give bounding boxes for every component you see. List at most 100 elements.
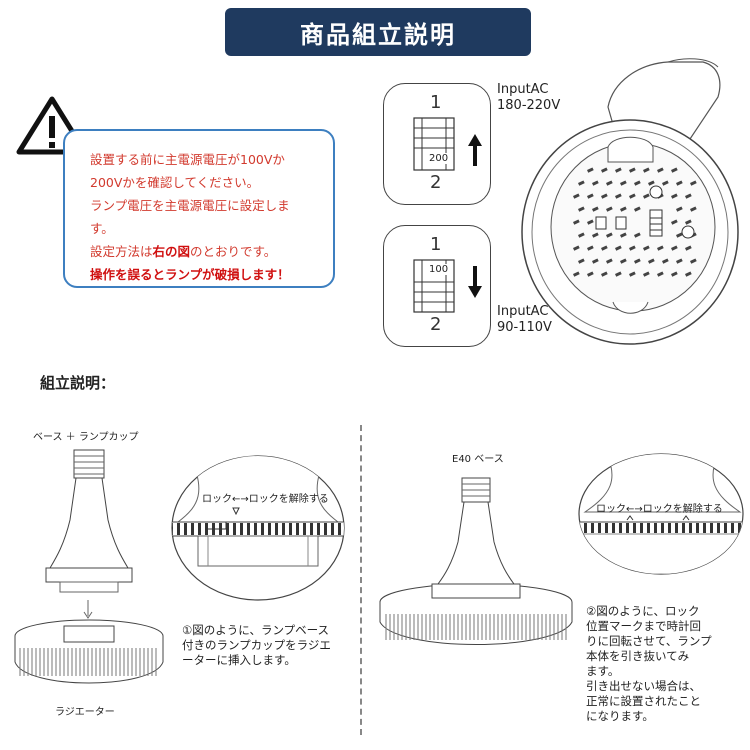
rim-ridge: [689, 523, 692, 533]
method-suffix: のとおりです。: [190, 244, 277, 259]
led-chip: [662, 258, 669, 264]
method-prefix: 設定方法は: [90, 244, 153, 259]
lock-detail-zoom-right: [578, 453, 744, 575]
led-chip: [620, 180, 627, 186]
step-2-line: ます。: [586, 664, 620, 678]
led-chip: [592, 258, 599, 264]
warning-line: 200Vかを確認してください。: [90, 175, 260, 190]
switch-position-2: 2: [430, 172, 442, 193]
rim-ridge: [275, 523, 278, 535]
rim-ridge: [205, 523, 208, 535]
switch-position-2: 2: [430, 314, 442, 335]
step-1-line: ーターに挿入します。: [182, 653, 296, 667]
led-chip: [615, 271, 622, 277]
led-chip: [690, 258, 697, 264]
input-ac-label-100: InputAC: [497, 304, 549, 319]
led-chip: [573, 245, 580, 251]
lock-detail-zoom-left: [171, 455, 348, 601]
switch-value: 200: [428, 153, 450, 164]
led-chip: [615, 245, 622, 251]
step-1-line: ①図のように、ランプベース: [182, 623, 330, 637]
input-ac-label-200: InputAC: [497, 82, 549, 97]
rim-ridge: [324, 523, 327, 535]
rim-ridge: [612, 523, 615, 533]
led-chip: [634, 206, 641, 212]
warning-line: ランプ電圧を主電源電圧に設定しま: [90, 198, 290, 213]
step-2-line: ②図のように、ロック: [586, 604, 700, 618]
led-chip: [676, 232, 683, 238]
step-2-line: りに回転させて、ランプ: [586, 634, 712, 648]
rim-ridge: [703, 523, 706, 533]
rim-ridge: [675, 523, 678, 533]
led-chip: [634, 180, 641, 186]
warning-line: す。: [90, 221, 114, 236]
switch-position-1: 1: [430, 92, 442, 113]
rim-ridge: [591, 523, 594, 533]
rim-ridge: [268, 523, 271, 535]
rim-ridge: [338, 523, 341, 535]
lamp-top-view-illustration: [521, 58, 739, 345]
rim-ridge: [177, 523, 180, 535]
rim-ridge: [191, 523, 194, 535]
rim-ridge: [605, 523, 608, 533]
switch-panel-200: 1 2 200: [383, 83, 491, 205]
step-2-line: 位置マークまで時計回: [586, 619, 701, 633]
led-chip: [671, 167, 678, 173]
led-chip: [592, 232, 599, 238]
rim-ridge: [619, 523, 622, 533]
led-chip: [587, 271, 594, 277]
rim-ridge: [668, 523, 671, 533]
led-chip: [601, 271, 608, 277]
warning-box: 設置する前に主電源電圧が100Vか 200Vかを確認してください。 ランプ電圧を…: [63, 129, 335, 288]
led-chip: [685, 271, 692, 277]
led-chip: [620, 206, 627, 212]
e40-base-label: E40 ベース: [452, 454, 504, 465]
led-chip: [690, 206, 697, 212]
led-chip: [657, 271, 664, 277]
arrow-up-icon: [468, 134, 482, 166]
rim-ridge: [724, 523, 727, 533]
input-ac-range-200: 180-220V: [497, 98, 561, 113]
led-chip: [671, 245, 678, 251]
rim-ridge: [282, 523, 285, 535]
led-chip: [657, 167, 664, 173]
led-chip: [634, 232, 641, 238]
rim-ridge: [717, 523, 720, 533]
led-chip: [643, 167, 650, 173]
led-chip: [592, 206, 599, 212]
rim-ridge: [198, 523, 201, 535]
led-chip: [578, 180, 585, 186]
led-chip: [606, 206, 613, 212]
rim-ridge: [247, 523, 250, 535]
rim-ridge: [710, 523, 713, 533]
led-chip: [643, 271, 650, 277]
step-2-line: 本体を引き抜いてみ: [586, 649, 690, 663]
led-chip: [587, 167, 594, 173]
step-2-line: 引き出せない場合は、: [586, 679, 701, 693]
warning-method-line: 設定方法は右の図のとおりです。: [90, 241, 276, 260]
led-chip: [587, 245, 594, 251]
led-chip: [601, 193, 608, 199]
rim-ridge: [226, 523, 229, 535]
base-cup-label: ベース ＋ ランプカップ: [33, 432, 139, 443]
method-bold: 右の図: [152, 244, 191, 259]
step-1-line: 付きのランプカップをラジエ: [182, 638, 331, 652]
rim-ridge: [254, 523, 257, 535]
rim-ridge: [310, 523, 313, 535]
led-chip: [685, 219, 692, 225]
step-2-text: ②図のように、ロック 位置マークまで時計回 りに回転させて、ランプ 本体を引き抜…: [586, 604, 712, 724]
rim-ridge: [345, 523, 348, 535]
rim-ridge: [303, 523, 306, 535]
led-chip: [573, 219, 580, 225]
rim-ridge: [184, 523, 187, 535]
step-2-line: 正常に設置されたこと: [586, 694, 701, 708]
led-chip: [629, 193, 636, 199]
led-chip: [629, 271, 636, 277]
switch-position-1: 1: [430, 234, 442, 255]
led-chip: [615, 193, 622, 199]
led-chip: [587, 193, 594, 199]
led-chip: [657, 245, 664, 251]
rim-ridge: [584, 523, 587, 533]
rim-ridge: [661, 523, 664, 533]
led-chip: [671, 193, 678, 199]
